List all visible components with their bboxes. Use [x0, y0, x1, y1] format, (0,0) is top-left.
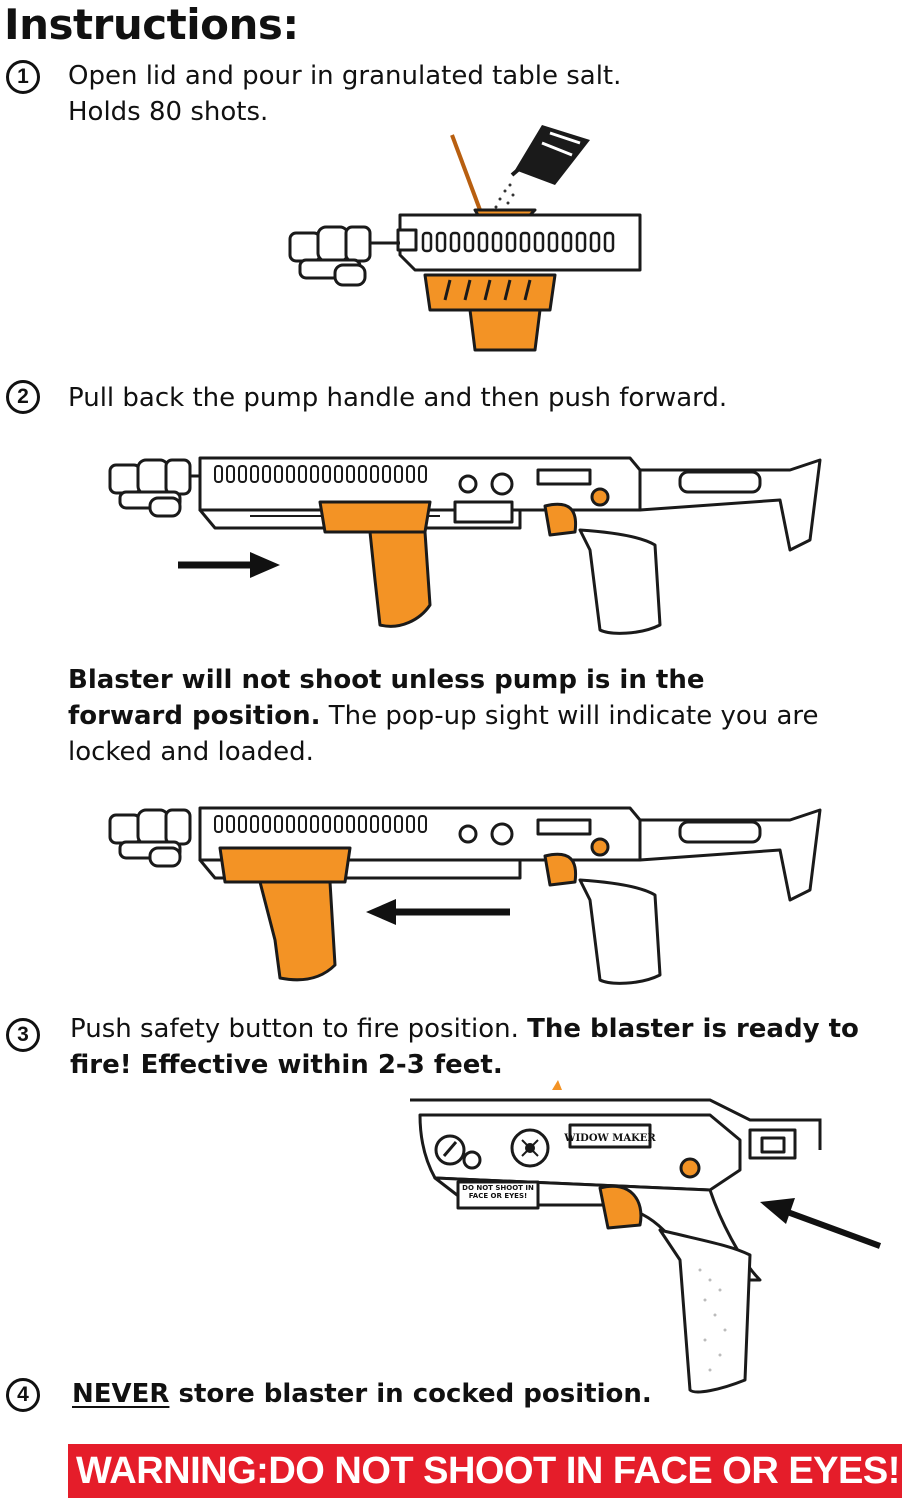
gun-illustration-pump-back — [108, 456, 822, 635]
step-1-number: 1 — [6, 60, 40, 94]
warning-text: DO NOT SHOOT IN FACE OR EYES! — [268, 1450, 900, 1492]
step-3-bold-2: fire! Effective within 2-3 feet. — [70, 1050, 503, 1080]
step-4-never: NEVER — [72, 1379, 170, 1409]
step-3-number: 3 — [6, 1018, 40, 1052]
step-1-text: Open lid and pour in granulated table sa… — [68, 58, 621, 130]
step-3-bold-1: The blaster is ready to — [527, 1014, 859, 1044]
gun-illustration-pump-forward — [108, 806, 822, 985]
step-1-line-1: Open lid and pour in granulated table sa… — [68, 61, 622, 91]
gun-illustration-safety: WIDOW MAKER DO NOT SHOOT IN FACE OR EYES… — [410, 1080, 882, 1394]
step-4-text: NEVER store blaster in cocked position. — [72, 1376, 652, 1412]
step-3-text: Push safety button to fire position. The… — [70, 1011, 900, 1083]
safety-button — [598, 1184, 643, 1230]
pump-handle — [318, 500, 432, 534]
open-lid-icon — [450, 134, 482, 211]
pump-note-line-3: locked and loaded. — [68, 737, 314, 767]
pump-note-bold-1: Blaster will not shoot unless pump is in… — [68, 665, 705, 695]
arrow-pointing-icon — [760, 1198, 882, 1249]
step-1-line-2: Holds 80 shots. — [68, 97, 269, 127]
gun-illustration-fill — [288, 125, 642, 352]
step-2-text: Pull back the pump handle and then push … — [68, 383, 728, 413]
warning-banner: WARNING: DO NOT SHOOT IN FACE OR EYES! — [68, 1444, 902, 1498]
page-title: Instructions: — [4, 0, 299, 49]
pump-note: Blaster will not shoot unless pump is in… — [68, 662, 819, 770]
arrow-left-icon — [366, 899, 510, 925]
arrow-right-icon — [178, 552, 280, 578]
vent-slots — [421, 231, 615, 253]
salt-shaker-icon — [510, 125, 590, 185]
step-4-number: 4 — [6, 1378, 40, 1412]
step-4-rest: store blaster in cocked position. — [169, 1379, 652, 1409]
gun-body — [418, 1113, 742, 1192]
brand-label: WIDOW MAKER — [563, 1133, 656, 1144]
step-2-number: 2 — [6, 380, 40, 414]
warning-label: WARNING: — [76, 1450, 269, 1492]
pump-note-rest: The pop-up sight will indicate you are — [320, 701, 819, 731]
pump-note-bold-2: forward position. — [68, 701, 321, 731]
step-3-plain: Push safety button to fire position. — [70, 1014, 528, 1044]
step-3-line-1: Push safety button to fire position. The… — [70, 1011, 900, 1047]
pump-handle — [423, 273, 557, 312]
caution-label: DO NOT SHOOT IN FACE OR EYES! — [462, 1184, 534, 1200]
pump-handle — [218, 846, 352, 884]
pump-note-line-2: forward position. The pop-up sight will … — [68, 698, 819, 734]
